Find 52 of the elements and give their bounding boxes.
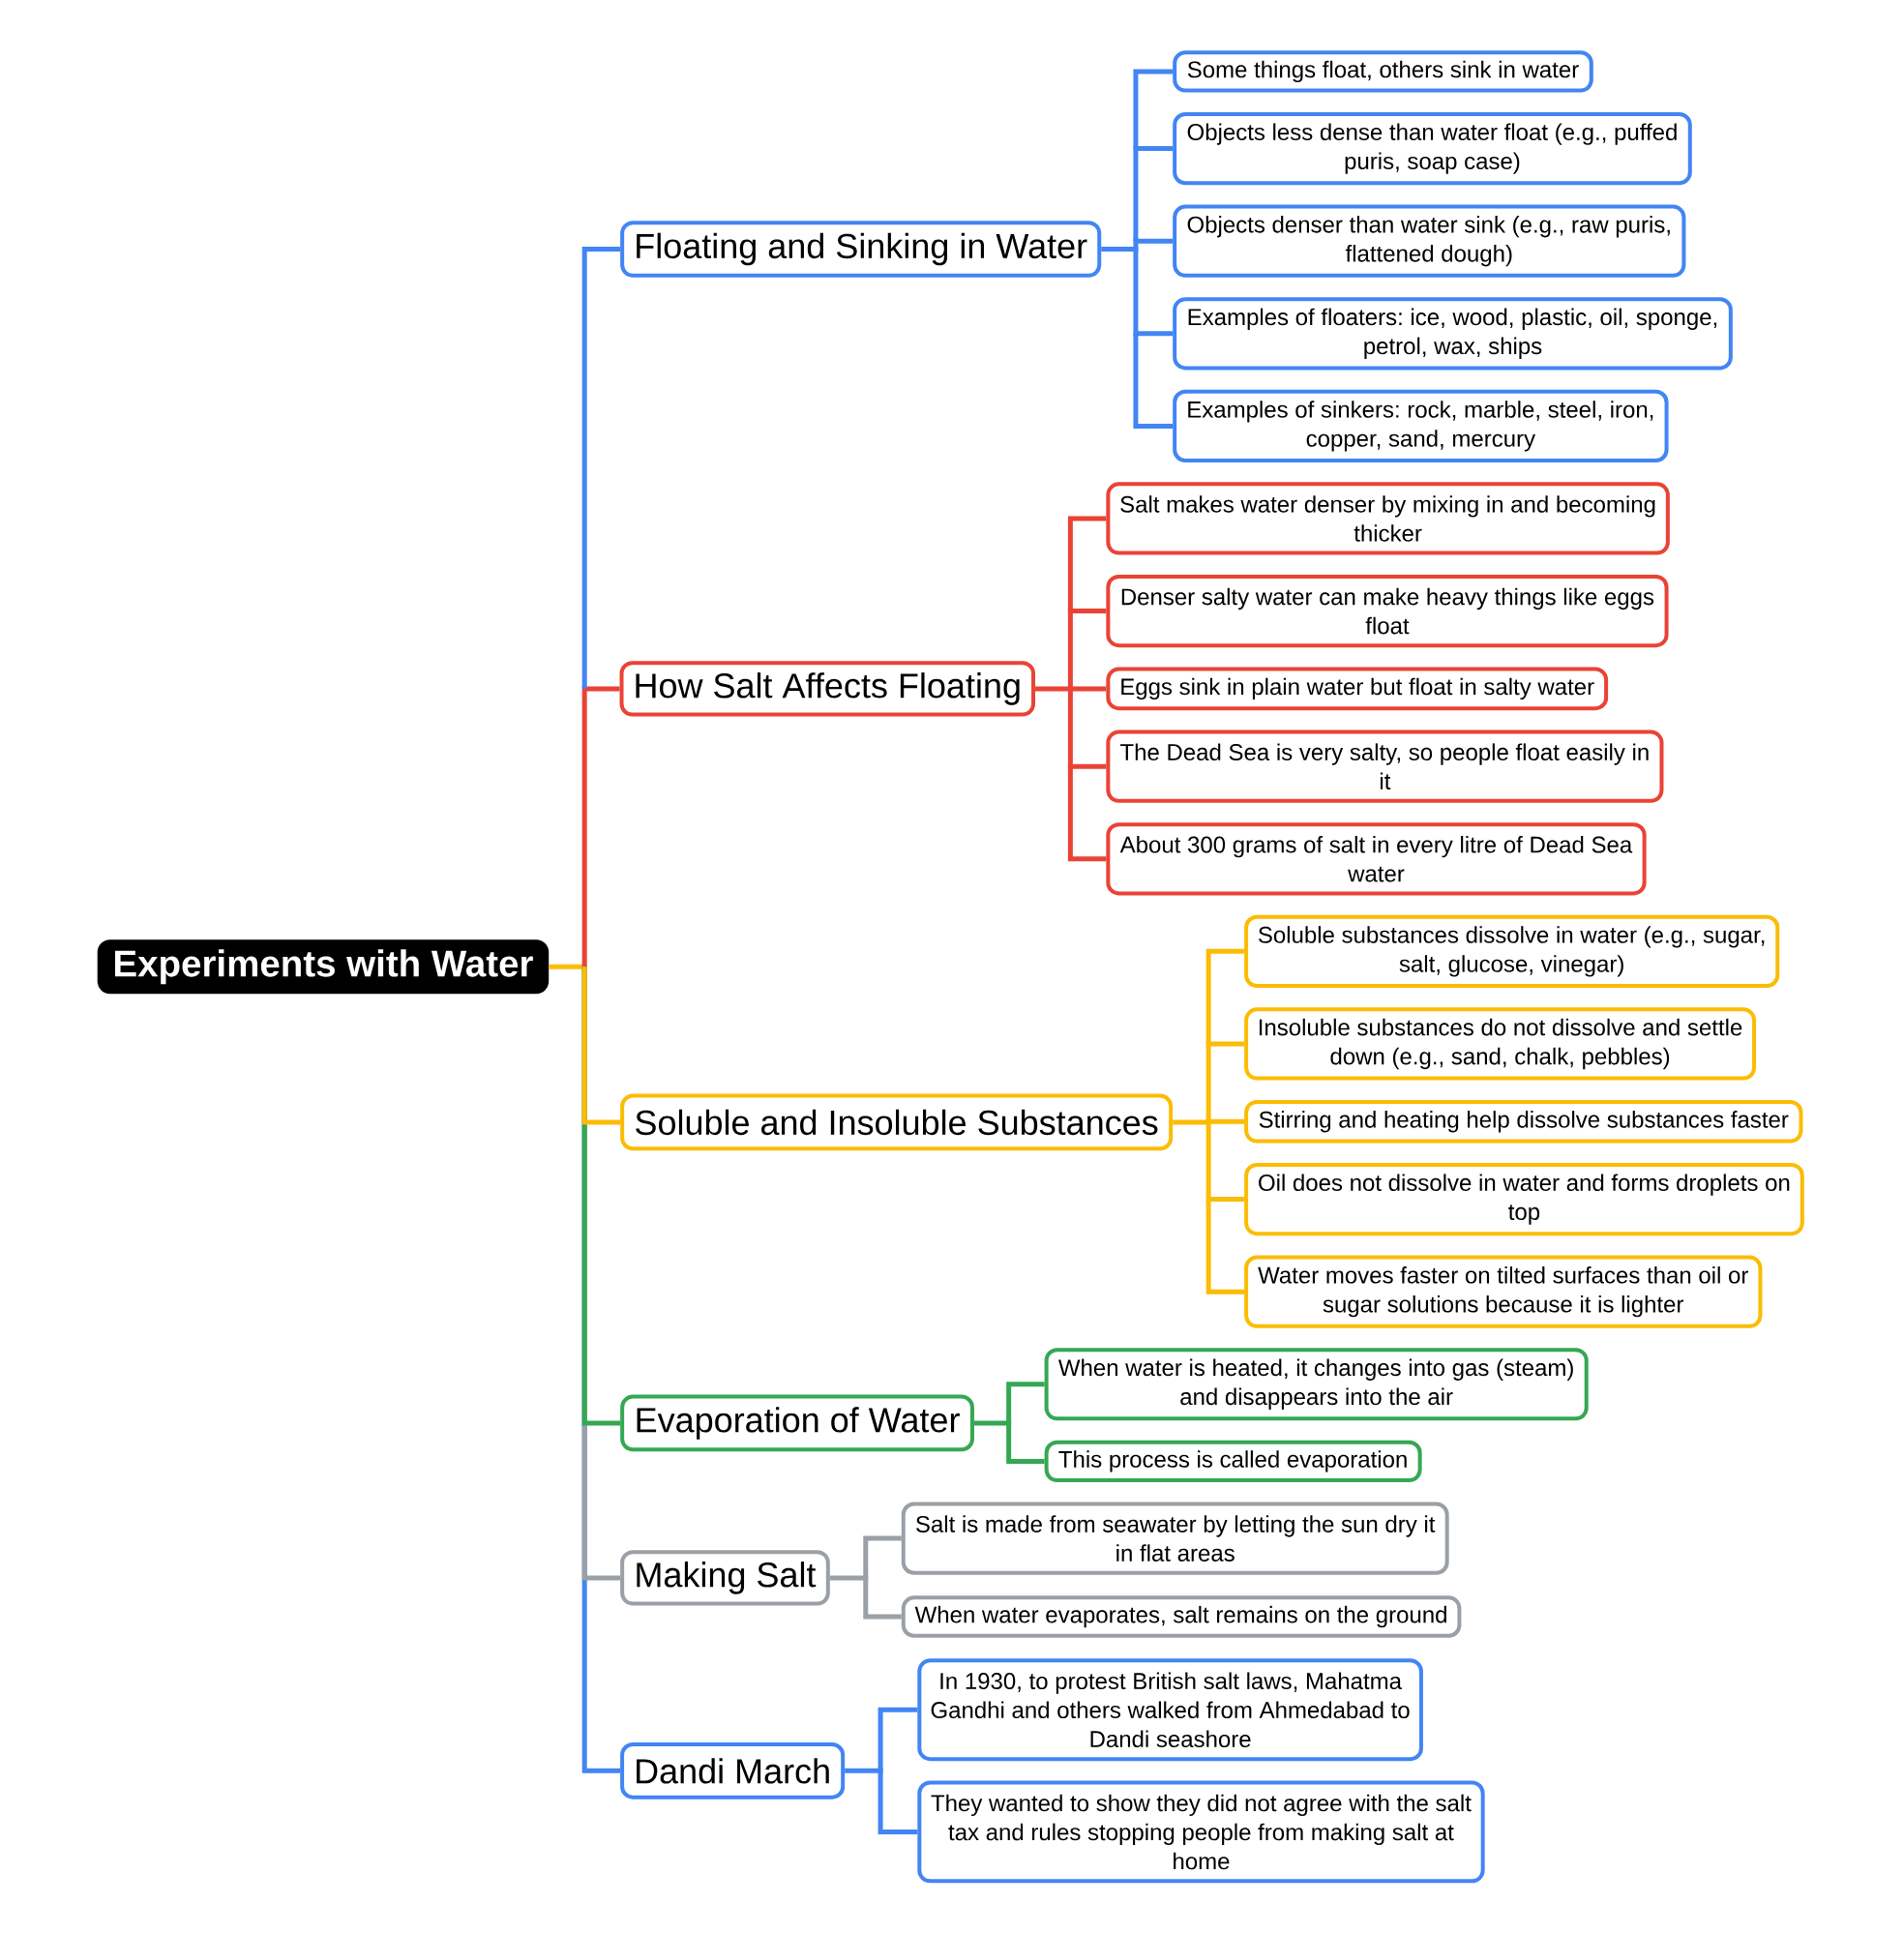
connector-line [1133,238,1174,250]
connector-line [1205,1041,1245,1122]
note-box: Objects less dense than water float (e.g., puffed puris, soap case) [1173,112,1692,186]
subtopic-box: Evaporation of Water [620,1394,974,1452]
connector-line [1205,948,1245,1044]
connector-line [1133,69,1174,149]
connector-line [878,1770,918,1834]
connector-line [1205,1118,1245,1125]
connector-line [581,967,621,1125]
note-box: Examples of sinkers: rock, marble, steel, iron, copper, sand, mercury [1173,389,1669,462]
subtopic-box: Making Salt [620,1550,830,1606]
note-box: Oil does not dissolve in water and forms droplets on top [1244,1163,1804,1236]
note-box: Objects denser than water sink (e.g., raw puris, flattened dough) [1173,204,1686,278]
connector-line [1133,249,1174,337]
note-box: They wanted to show they did not agree with the salt tax and rules stopping people from making salt at home [917,1780,1485,1884]
connector-line [1133,146,1174,242]
note-box: Water moves faster on tilted surfaces than oil or sugar solutions because it is lighter [1244,1255,1763,1328]
connector-line [1133,333,1174,429]
note-box: Eggs sink in plain water but float in salty water [1106,667,1609,711]
note-box: When water is heated, it changes into gas (steam) and disappears into the air [1044,1348,1589,1421]
connector-line [1067,516,1107,611]
connector-line [1067,688,1107,769]
note-box: The Dead Sea is very salty, so people float easily in it [1106,729,1664,803]
note-box: Salt is made from seawater by letting the sun dry it in flat areas [901,1502,1449,1575]
connector-line [1006,1422,1045,1464]
connector-line [878,1707,918,1771]
topic-box: Experiments with Water [97,939,550,995]
connector-line [1067,609,1107,689]
connector-line [1205,1121,1245,1203]
subtopic-box: Soluble and Insoluble Substances [620,1093,1174,1151]
note-box: Insoluble substances do not dissolve and settle down (e.g., sand, chalk, pebbles) [1244,1007,1757,1081]
note-box: Some things float, others sink in water [1173,50,1593,93]
subtopic-box: How Salt Affects Floating [619,661,1036,717]
subtopic-box: Dandi March [620,1742,846,1800]
connector-line [863,1577,902,1620]
connector-line [1070,686,1107,692]
note-box: Denser salty water can make heavy things like eggs float [1106,575,1669,648]
note-box: When water evaporates, salt remains on the ground [901,1595,1462,1638]
connector-line [581,246,621,689]
connector-line [1006,1382,1045,1423]
connector-line [1205,1199,1245,1294]
note-box: Stirring and heating help dissolve substances faster [1244,1099,1803,1144]
connector-line [863,1535,902,1578]
note-box: Salt makes water denser by mixing in and becoming thicker [1106,482,1670,555]
connector-line [581,686,620,967]
note-box: This process is called evaporation [1044,1440,1422,1483]
note-box: About 300 grams of salt in every litre of Dead Sea water [1106,822,1647,896]
connector-line [1067,766,1107,862]
note-box: In 1930, to protest British salt laws, Mahatma Gandhi and others walked from Ahmedabad to Dandi seashore [917,1658,1423,1762]
note-box: Examples of floaters: ice, wood, plastic, oil, sponge, petrol, wax, ships [1173,297,1733,371]
subtopic-box: Floating and Sinking in Water [620,221,1102,278]
note-box: Soluble substances dissolve in water (e.g., sugar, salt, glucose, vinegar) [1244,914,1780,988]
